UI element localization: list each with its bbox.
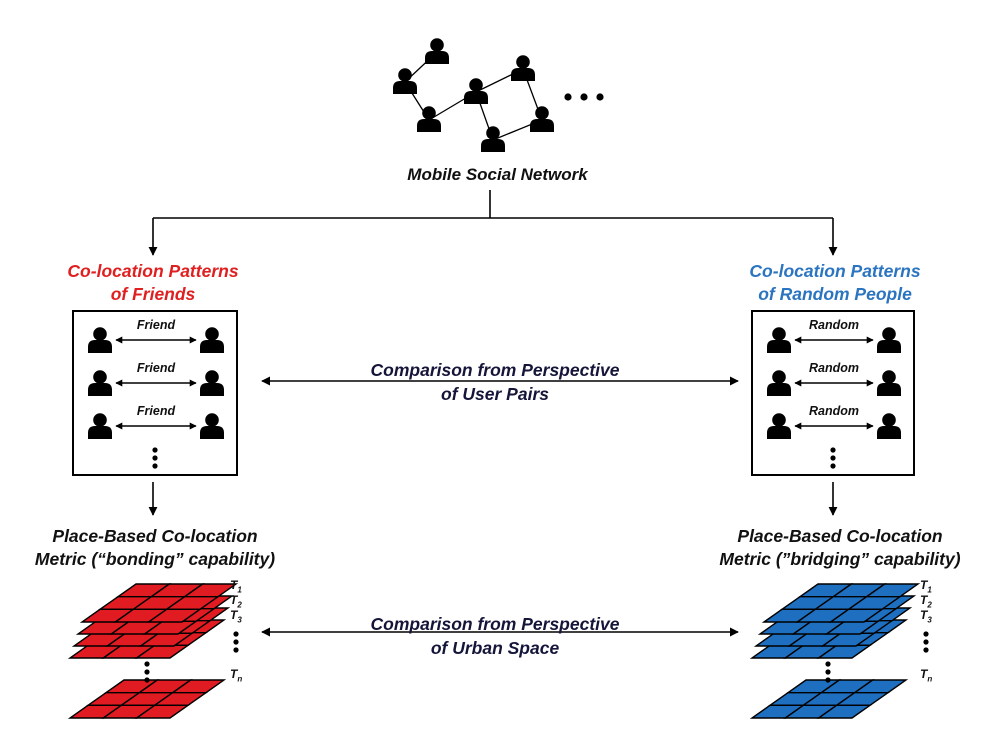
time-label-tn: Tn xyxy=(230,667,243,684)
grid-cell xyxy=(816,704,873,719)
time-label-t2: T2 xyxy=(230,593,242,610)
urban-space-comparison-label: Comparison from Perspective of Urban Spa… xyxy=(330,612,660,660)
friends-metric-title: Place-Based Co-location Metric (“bonding… xyxy=(5,525,305,571)
split-connector xyxy=(148,190,838,256)
random-title-line1: Co-location Patterns xyxy=(749,261,921,281)
time-label-t1: T1 xyxy=(920,578,932,595)
friends-stack-ellipsis-icon xyxy=(144,631,239,683)
random-pairs xyxy=(767,327,901,469)
urban-line2: of Urban Space xyxy=(430,638,560,658)
person-icon xyxy=(511,55,535,81)
urban-line1: Comparison from Perspective xyxy=(370,614,620,634)
random-ellipsis-icon xyxy=(830,447,836,469)
random-patterns-title: Co-location Patterns of Random People xyxy=(700,260,970,306)
friends-metric-line1: Place-Based Co-location xyxy=(52,526,258,546)
grid-cell xyxy=(820,632,877,647)
random-edge-label: Random xyxy=(809,404,859,418)
person-icon xyxy=(393,68,417,94)
random-time-layer xyxy=(761,583,921,623)
time-label-tn: Tn xyxy=(920,667,933,684)
random-edge-label: Random xyxy=(809,318,859,332)
time-label-t3: T3 xyxy=(920,608,932,625)
friends-patterns-title: Co-location Patterns of Friends xyxy=(18,260,288,306)
time-label-t3: T3 xyxy=(230,608,242,625)
friends-title-line2: of Friends xyxy=(110,284,196,304)
user-pairs-line2: of User Pairs xyxy=(441,384,549,404)
random-edge-label: Random xyxy=(809,361,859,375)
grid-cell xyxy=(134,644,191,659)
network-people xyxy=(393,38,554,152)
friends-time-grids xyxy=(67,583,239,719)
friends-title-line1: Co-location Patterns xyxy=(67,261,239,281)
time-label-t1: T1 xyxy=(230,578,242,595)
network-ellipsis-icon xyxy=(564,93,604,101)
grid-cell xyxy=(138,632,195,647)
grid-cell xyxy=(146,608,203,623)
friend-pairs xyxy=(88,327,224,469)
random-metric-line1: Place-Based Co-location xyxy=(737,526,943,546)
random-time-grids xyxy=(749,583,921,719)
friend-edge-label: Friend xyxy=(136,318,176,332)
friends-time-layer-n xyxy=(67,679,227,719)
grid-cell xyxy=(142,620,199,635)
grid-cell xyxy=(816,644,873,659)
grid-cell xyxy=(828,608,885,623)
friends-ellipsis-icon xyxy=(152,447,158,469)
friends-metric-line2: Metric (“bonding” capability) xyxy=(34,549,276,569)
random-metric-line2: Metric (”bridging” capability) xyxy=(719,549,961,569)
person-icon xyxy=(481,126,505,152)
random-title-line2: of Random People xyxy=(758,284,912,304)
random-stack-ellipsis-icon xyxy=(825,631,929,683)
friends-time-layer xyxy=(79,583,239,623)
friend-edge-label: Friend xyxy=(136,404,176,418)
grid-cell xyxy=(134,704,191,719)
random-metric-title: Place-Based Co-location Metric (”bridgin… xyxy=(690,525,990,571)
person-icon xyxy=(425,38,449,64)
random-time-layer-n xyxy=(749,679,909,719)
person-icon xyxy=(530,106,554,132)
network-title: Mobile Social Network xyxy=(407,165,588,184)
time-label-t2: T2 xyxy=(920,593,932,610)
user-pairs-comparison-label: Comparison from Perspective of User Pair… xyxy=(330,358,660,406)
friend-edge-label: Friend xyxy=(136,361,176,375)
person-icon xyxy=(464,78,488,104)
grid-cell xyxy=(824,620,881,635)
user-pairs-line1: Comparison from Perspective xyxy=(370,360,620,380)
person-icon xyxy=(417,106,441,132)
